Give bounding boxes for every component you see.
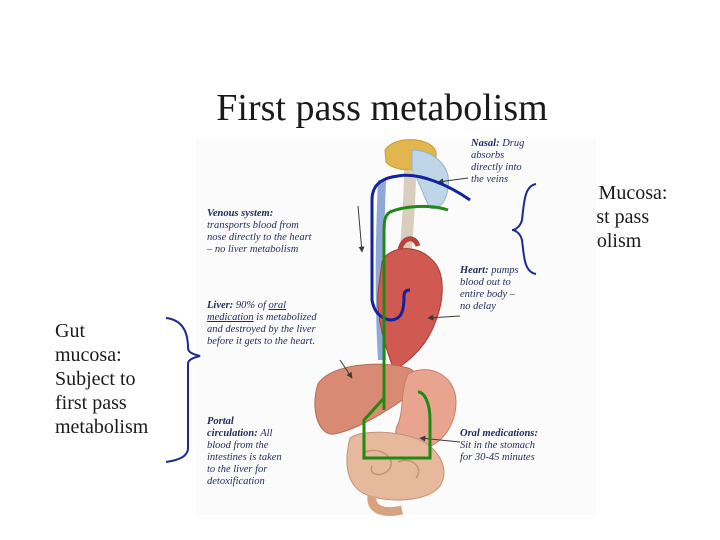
heart-line: entire body –: [460, 289, 516, 300]
heart-line: no delay: [460, 301, 496, 312]
nasal-route-path: [370, 173, 471, 322]
venous-line: – no liver metabolism: [207, 244, 299, 255]
portal-line: All: [257, 428, 273, 439]
venous-arrow: [357, 205, 365, 253]
oral-route-path: [362, 204, 449, 460]
gut-note-line: Gut: [55, 320, 85, 342]
portal-line: blood from the: [207, 440, 269, 451]
nasal-bracket: [511, 183, 537, 275]
liver-line: and destroyed by the liver: [207, 324, 316, 335]
intestines-shape: [346, 431, 445, 501]
venous-line: nose directly to the heart: [207, 232, 312, 243]
liver-line: is metabolized: [253, 312, 317, 323]
intestine-coils: [364, 449, 420, 479]
portal-label: Portal circulation: All blood from the i…: [207, 416, 282, 488]
venous-heading: Venous system:: [207, 208, 274, 219]
heart-line: pumps: [488, 265, 519, 276]
liver-heading: Liver:: [207, 300, 234, 311]
oral-label: Oral medications: Sit in the stomach for…: [460, 428, 538, 464]
gut-mucosa-note: Gut mucosa: Subject to first pass metabo…: [55, 319, 148, 439]
oral-line: for 30-45 minutes: [460, 452, 535, 463]
heart-label: Heart: pumps blood out to entire body – …: [460, 265, 519, 313]
venous-label: Venous system: transports blood from nos…: [207, 208, 312, 256]
liver-line: 90% of: [233, 300, 269, 311]
venous-line: transports blood from: [207, 220, 299, 231]
portal-subheading: circulation:: [207, 428, 258, 439]
nasal-heading: Nasal:: [471, 138, 500, 149]
liver-line: before it gets to the heart.: [207, 336, 316, 347]
gut-note-line: mucosa:: [55, 344, 122, 366]
liver-arrow: [339, 359, 353, 379]
colon-shape: [367, 495, 403, 516]
gut-bracket: [165, 317, 201, 463]
nasal-line: absorbs: [471, 150, 505, 161]
liver-medication-underlined: medication: [207, 312, 254, 323]
portal-line: detoxification: [207, 476, 265, 487]
gut-note-line: metabolism: [55, 416, 149, 438]
nasal-line: directly into: [471, 162, 522, 173]
portal-heading: Portal: [207, 416, 234, 427]
nasal-arrow: [437, 177, 469, 185]
nasal-line: Drug: [499, 138, 525, 149]
gut-note-line: first pass: [55, 392, 127, 414]
heart-line: blood out to: [460, 277, 511, 288]
portal-line: intestines is taken: [207, 452, 282, 463]
portal-line: to the liver for: [207, 464, 268, 475]
liver-oral-underlined: oral: [268, 300, 287, 311]
slide-title: First pass metabolism: [216, 87, 548, 129]
heart-heading: Heart:: [460, 265, 489, 276]
oral-arrow: [419, 435, 461, 443]
oral-heading: Oral medications:: [460, 428, 538, 439]
gut-note-line: Subject to: [55, 368, 136, 390]
nasal-line: the veins: [471, 174, 509, 185]
heart-arrow: [427, 314, 461, 321]
nasal-label: Nasal: Drug absorbs directly into the ve…: [471, 138, 524, 186]
liver-label: Liver: 90% of oral medication is metabol…: [207, 300, 317, 348]
oral-line: Sit in the stomach: [460, 440, 535, 451]
aorta-shape: [397, 236, 421, 251]
